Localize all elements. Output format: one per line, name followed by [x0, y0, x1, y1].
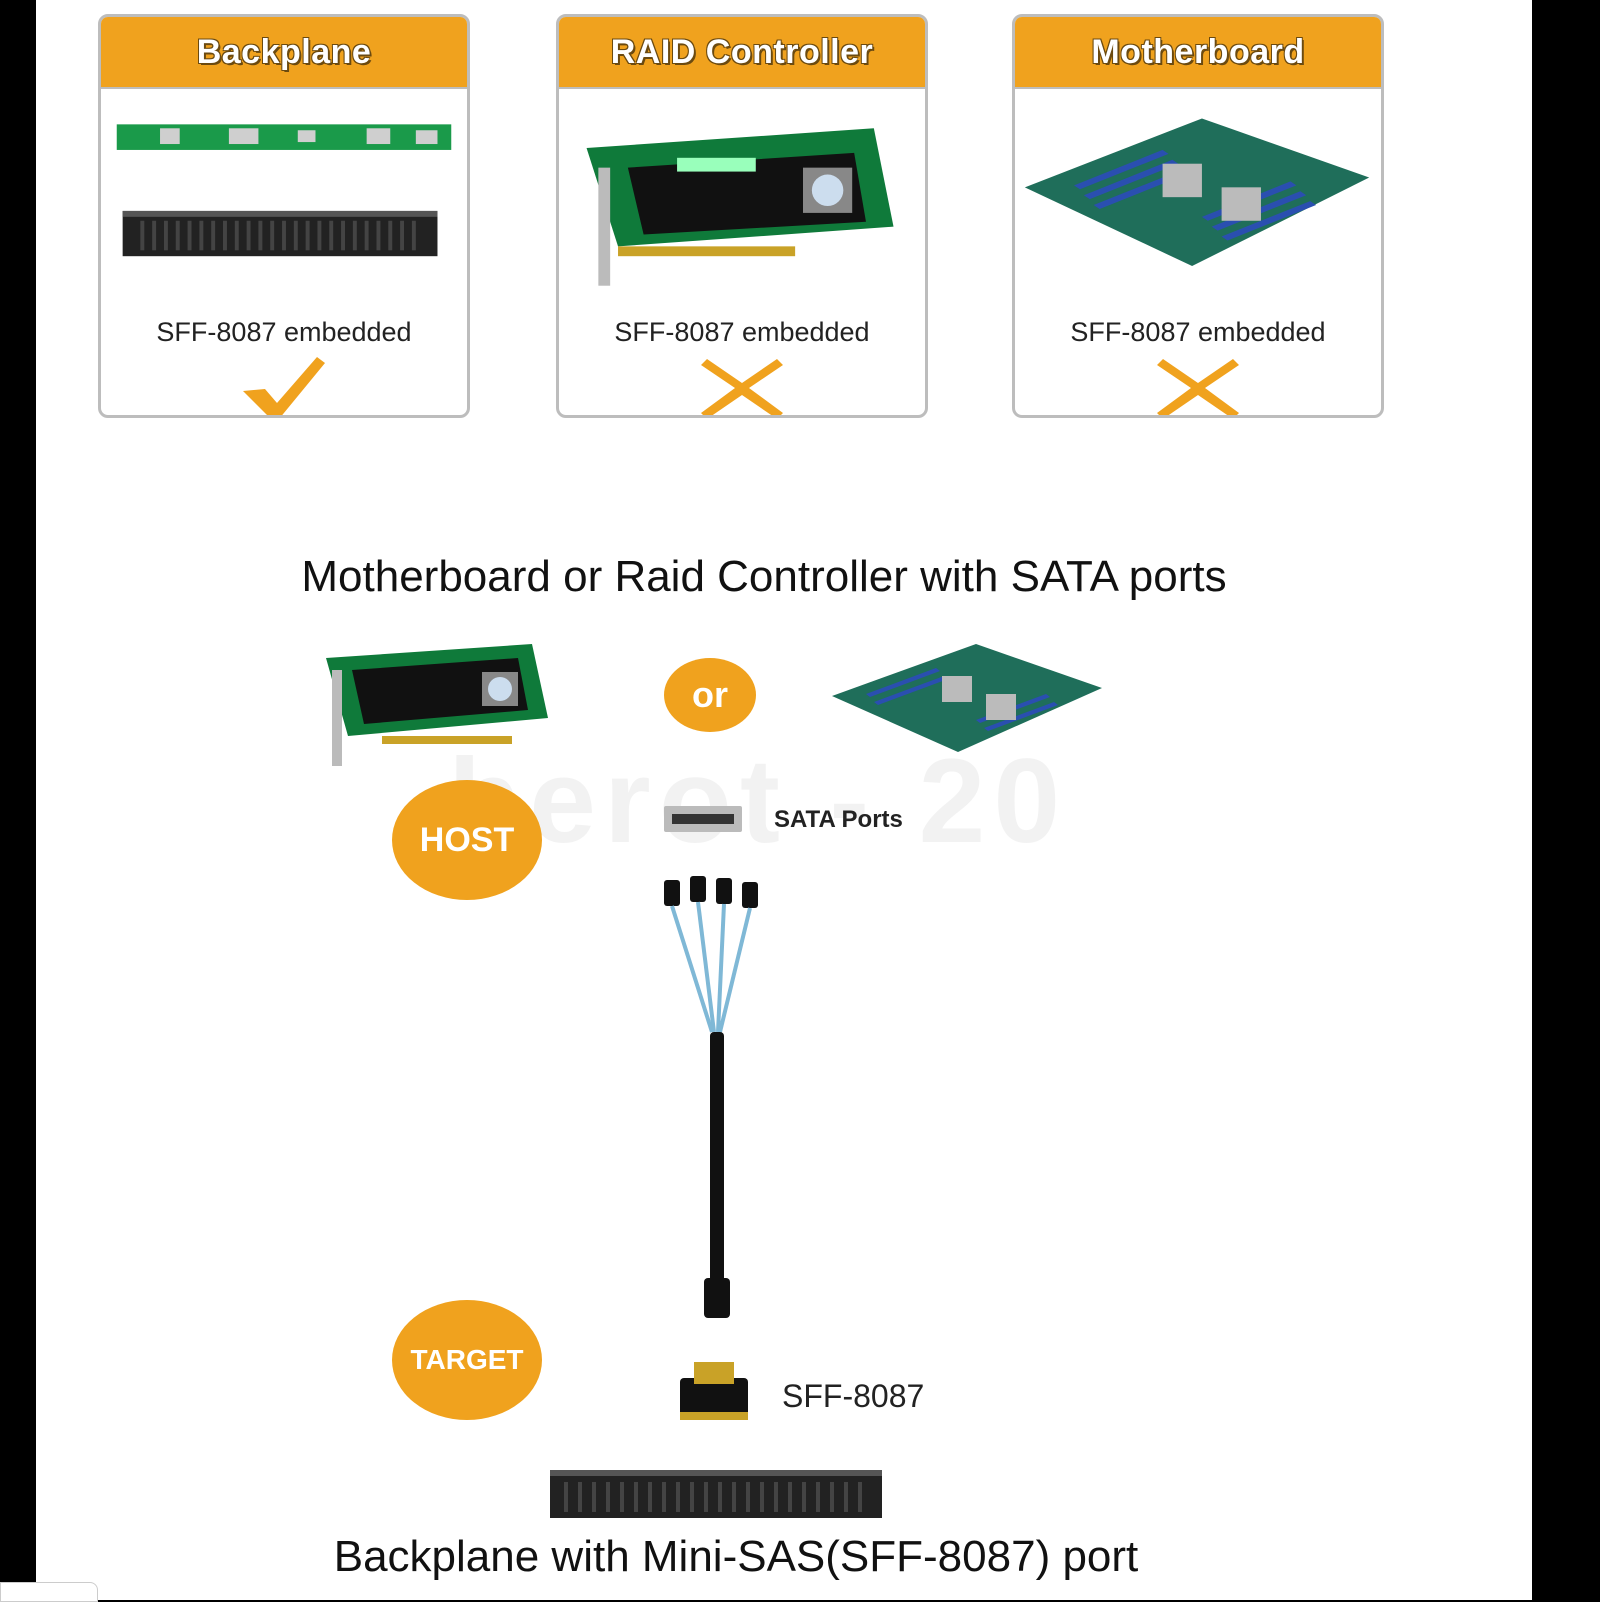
cross-icon [701, 359, 783, 415]
card-caption: SFF-8087 embedded [156, 317, 412, 347]
sff-8087-label: SFF-8087 [782, 1378, 925, 1414]
sata-ports-label: SATA Ports [774, 806, 903, 833]
raid-card-image [586, 128, 894, 286]
sata-port-icon [664, 806, 742, 832]
raid-card-image [326, 644, 548, 766]
motherboard-image [832, 644, 1102, 752]
or-badge: or [664, 658, 756, 732]
card-motherboard: Motherboard SFF-8087 embedded [1012, 14, 1384, 418]
target-section-title: Backplane with Mini-SAS(SFF-8087) port [333, 1532, 1139, 1581]
watermark: herot - 20 [448, 734, 1069, 868]
check-icon [243, 357, 325, 415]
card-title: RAID Controller [559, 17, 925, 89]
card-backplane: Backplane [98, 14, 470, 418]
host-section-title: Motherboard or Raid Controller with SATA… [301, 552, 1227, 601]
diagram-canvas: Backplane [36, 0, 1532, 1600]
sff-8087-connector-icon [680, 1362, 748, 1420]
motherboard-image [1024, 118, 1370, 267]
card-raid-controller: RAID Controller SFF-8087 embedded [556, 14, 928, 418]
card-caption: SFF-8087 embedded [614, 317, 870, 347]
card-title: Backplane [101, 17, 467, 89]
card-title: Motherboard [1015, 17, 1381, 89]
cross-icon [1157, 359, 1239, 415]
backplane-image [116, 124, 452, 257]
backplane-chassis-image [550, 1470, 882, 1518]
breakout-cable-image [664, 876, 758, 1318]
target-badge: TARGET [392, 1300, 542, 1420]
corner-tab [0, 1582, 98, 1602]
card-caption: SFF-8087 embedded [1070, 317, 1326, 347]
host-badge: HOST [392, 780, 542, 900]
